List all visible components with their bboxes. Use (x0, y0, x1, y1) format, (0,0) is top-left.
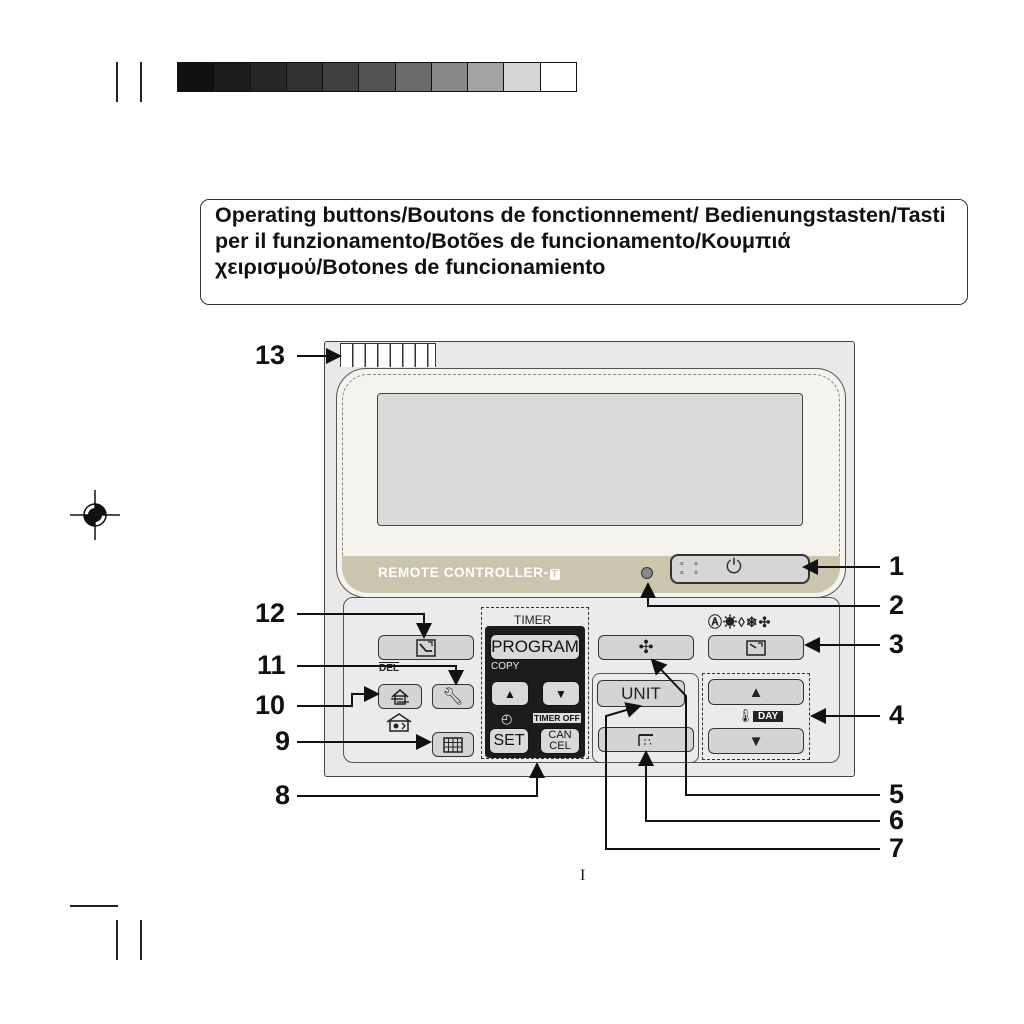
callout-number-10: 10 (255, 690, 286, 720)
callout-number-12: 12 (255, 598, 286, 628)
room-sensor-icon (386, 713, 412, 732)
crop-mark (140, 920, 142, 960)
temperature-up-button[interactable]: ▲ (708, 679, 804, 705)
thermometer-icon: 🌡︎ (737, 708, 754, 723)
power-icon: ⏻ (726, 556, 742, 578)
scale-swatch (178, 63, 214, 91)
crop-mark (70, 905, 118, 907)
page-marker: I (580, 867, 586, 884)
brand-badge: T (549, 569, 561, 580)
crop-mark (140, 62, 142, 102)
up-arrow-icon: ▲ (748, 683, 764, 701)
del-label: DEL (379, 663, 399, 674)
temperature-down-button[interactable]: ▼ (708, 728, 804, 754)
callout-number-3: 3 (889, 629, 905, 659)
check-button[interactable]: 🔧︎ (432, 684, 474, 709)
copy-label: COPY (491, 661, 520, 672)
callout-number-2: 2 (889, 590, 905, 620)
callout-number-7: 7 (889, 833, 905, 863)
operation-lamp (641, 567, 653, 579)
mode-icons: Ⓐ☀◊❄✣ (708, 614, 772, 630)
power-button-dots: ∘ ∘∘ ∘ (679, 558, 702, 577)
callout-number-9: 9 (275, 726, 291, 756)
swing-icon (638, 733, 653, 746)
fan-icon: ✣ (638, 637, 654, 657)
timer-off-label: TIMER OFF (533, 713, 581, 723)
down-arrow-icon: ▼ (555, 686, 567, 701)
scale-swatch (285, 63, 323, 91)
lcd-screen (377, 393, 803, 526)
timer-down-button[interactable]: ▼ (542, 681, 580, 706)
gray-scale-strip (177, 62, 577, 92)
ventilation-icon (391, 688, 409, 705)
receiver-grille (340, 343, 436, 367)
callout-number-13: 13 (255, 340, 286, 370)
program-button[interactable]: PROGRAM (490, 634, 580, 660)
callout-number-8: 8 (275, 780, 291, 810)
wrench-icon: 🔧︎ (442, 686, 464, 706)
mode-button[interactable] (708, 635, 804, 660)
temperature-group (702, 673, 810, 760)
scale-swatch (503, 63, 540, 91)
cancel-button[interactable]: CAN CEL (540, 728, 580, 754)
brand-text: REMOTE CONTROLLER- (378, 565, 549, 580)
grid-icon (443, 736, 463, 753)
scale-swatch (394, 63, 431, 91)
scale-swatch (322, 63, 359, 91)
crop-mark (116, 62, 118, 102)
brand-label: REMOTE CONTROLLER-T (378, 565, 561, 580)
filter-reset-button[interactable] (432, 732, 474, 757)
day-label: DAY (753, 711, 784, 722)
callout-number-4: 4 (889, 700, 905, 730)
ventilation-button[interactable] (378, 684, 422, 709)
scale-swatch (539, 63, 576, 91)
mode-icon (746, 639, 766, 656)
scale-swatch (430, 63, 468, 91)
fan-speed-button[interactable]: ✣ (598, 635, 694, 660)
up-arrow-icon: ▲ (504, 686, 516, 701)
cancel-label-line2: CEL (549, 740, 571, 752)
louver-icon (416, 638, 436, 657)
callout-number-11: 11 (257, 650, 286, 680)
scale-swatch (467, 63, 504, 91)
callout-number-6: 6 (889, 805, 905, 835)
registration-mark-icon (70, 490, 120, 540)
down-arrow-icon: ▼ (748, 732, 764, 750)
timer-label: TIMER (514, 613, 552, 627)
scale-swatch (249, 63, 286, 91)
callout-number-1: 1 (889, 551, 905, 581)
set-button[interactable]: SET (489, 728, 529, 754)
timer-up-button[interactable]: ▲ (491, 681, 529, 706)
section-title: Operating buttons/Boutons de fonctionnem… (200, 199, 968, 305)
crop-mark (116, 920, 118, 960)
scale-swatch (213, 63, 250, 91)
callout-number-5: 5 (889, 779, 905, 809)
cancel-label-line1: CAN (548, 729, 572, 741)
timer-group (481, 607, 589, 759)
clock-icon: ◴ (501, 711, 513, 726)
scale-swatch (358, 63, 395, 91)
